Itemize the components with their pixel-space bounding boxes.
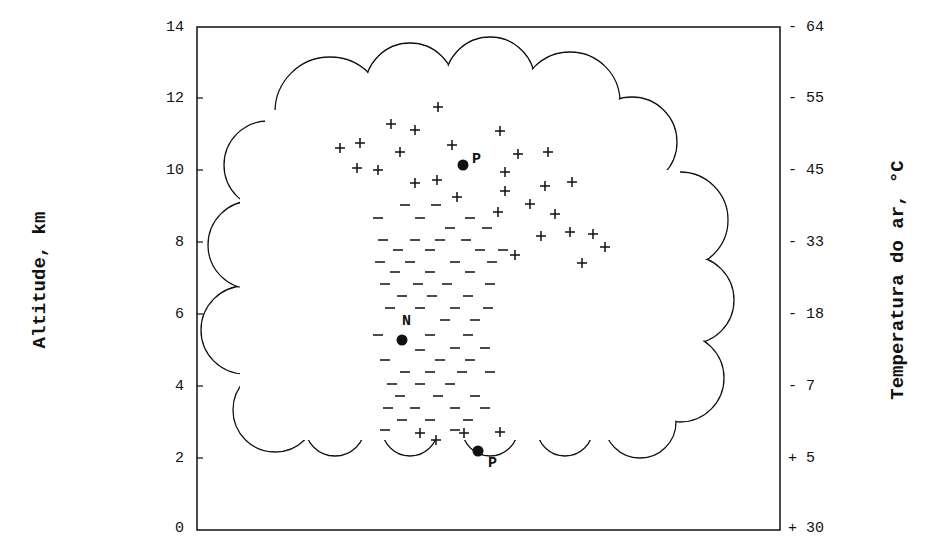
positive-charges [335, 102, 610, 445]
axis-title: Altitude, km [31, 212, 50, 349]
charge-center-label: P [472, 152, 481, 167]
tick-label: - 64 [788, 20, 824, 35]
tick-label: 8 [175, 235, 184, 250]
cloud-outline [201, 37, 734, 458]
tick-label: 6 [175, 307, 184, 322]
tick-label: 0 [175, 521, 184, 536]
tick-label: 14 [166, 20, 184, 35]
tick-label: - 7 [788, 379, 815, 394]
tick-label: 12 [166, 91, 184, 106]
tick-label: - 45 [788, 163, 824, 178]
charge-centers [397, 160, 484, 457]
tick-label: - 55 [788, 91, 824, 106]
tick-label: 4 [175, 379, 184, 394]
axis-title: Temperatura do ar, °C [889, 160, 908, 399]
tick-label: - 18 [788, 307, 824, 322]
tick-label: 2 [175, 451, 184, 466]
plot-frame [197, 27, 780, 530]
charge-center-label: P [488, 456, 497, 471]
tick-label: + 30 [788, 521, 824, 536]
tick-label: + 5 [788, 451, 815, 466]
charge-center-label: N [402, 314, 411, 329]
tick-label: - 33 [788, 235, 824, 250]
tick-label: 10 [166, 163, 184, 178]
axis-ticks [197, 98, 203, 458]
negative-charges [373, 205, 508, 430]
